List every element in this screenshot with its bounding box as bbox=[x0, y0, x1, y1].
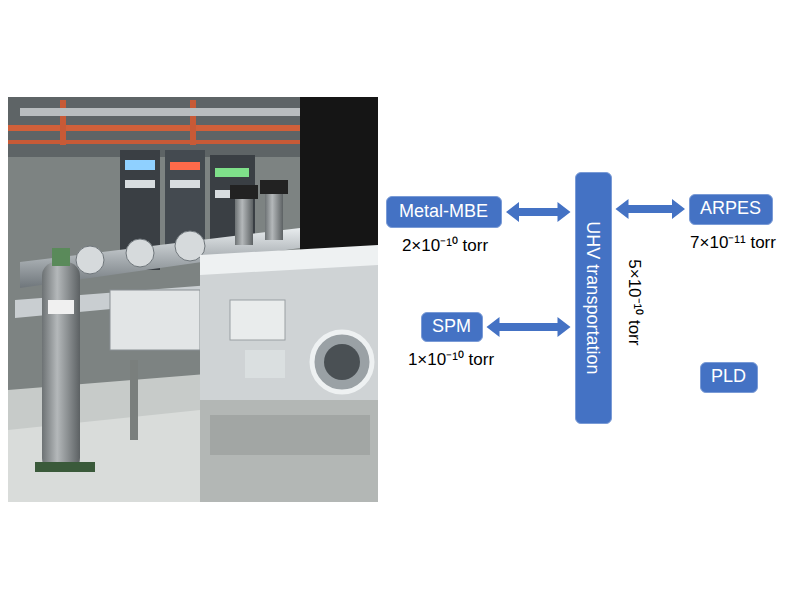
box-label: ARPES bbox=[700, 199, 761, 219]
box-label: Metal-MBE bbox=[399, 202, 488, 222]
double-arrow bbox=[506, 202, 571, 222]
process-box: SPM bbox=[421, 312, 482, 342]
pressure-label: 5×10⁻¹⁰ torr bbox=[625, 259, 644, 345]
process-box: UHV transportation bbox=[575, 172, 612, 424]
pressure-label: 7×10⁻¹¹ torr bbox=[690, 234, 776, 253]
box-label: PLD bbox=[711, 367, 746, 387]
pressure-label: 2×10⁻¹⁰ torr bbox=[402, 237, 488, 256]
process-box: Metal-MBE bbox=[386, 196, 502, 228]
box-label: SPM bbox=[432, 317, 471, 337]
pressure-label: 1×10⁻¹⁰ torr bbox=[408, 351, 494, 370]
box-label: UHV transportation bbox=[583, 221, 603, 374]
double-arrow bbox=[487, 317, 571, 337]
process-box: PLD bbox=[700, 362, 757, 393]
process-box: ARPES bbox=[689, 194, 773, 225]
double-arrow bbox=[616, 199, 686, 219]
